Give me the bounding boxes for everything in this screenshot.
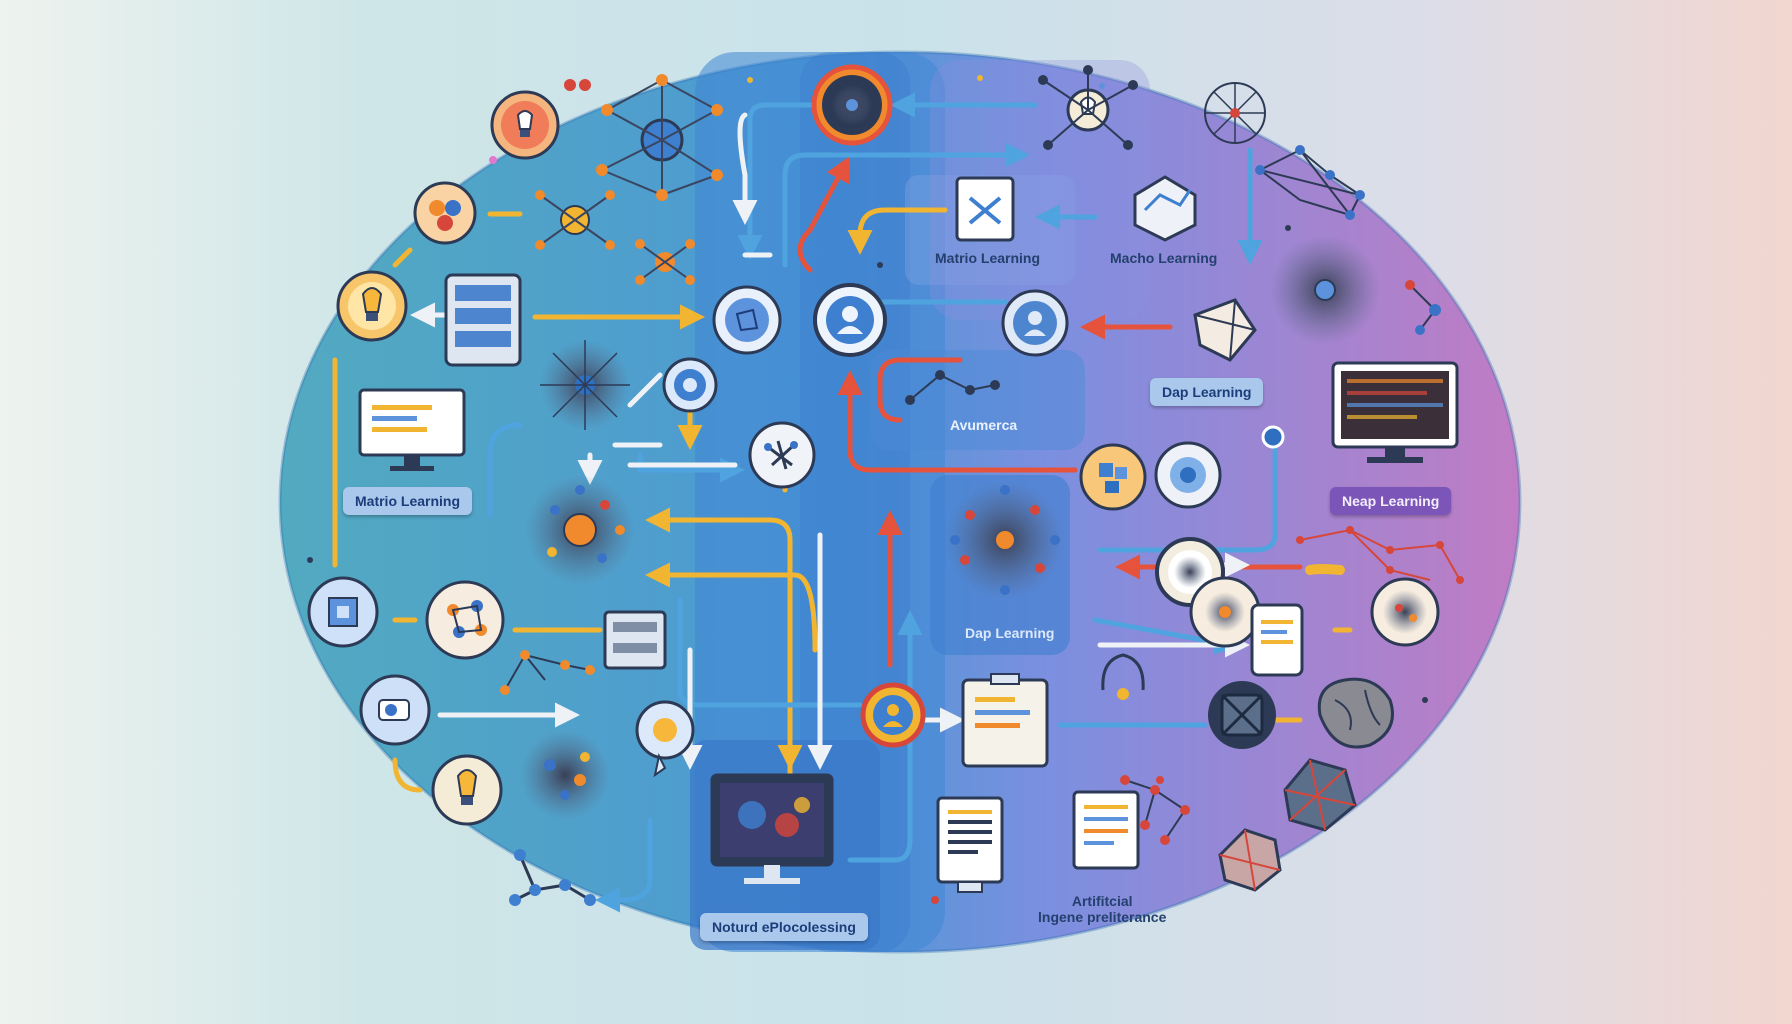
network-icon — [509, 849, 596, 906]
arrow-yellow — [847, 207, 948, 255]
network-icon — [425, 580, 505, 660]
network-icon — [1296, 526, 1464, 584]
network-icon — [811, 64, 893, 146]
label-ml-top-right: Macho Learning — [1110, 250, 1218, 266]
brain-icon — [1208, 681, 1276, 749]
network-icon — [945, 480, 1065, 600]
arrow-blue — [732, 112, 758, 225]
network-icon — [1255, 145, 1365, 220]
network-icon — [535, 190, 615, 250]
cube-icon — [1193, 298, 1257, 362]
network-icon — [1120, 775, 1190, 845]
network-clusters — [500, 64, 1464, 906]
label-ml-left: Matrio Learning — [343, 487, 473, 515]
label-dl-top: Dap Learning — [1150, 378, 1264, 406]
puzzle-icon — [413, 181, 477, 245]
cube-icon — [1133, 175, 1197, 242]
brain-icon — [1317, 677, 1394, 749]
arrow-blue — [487, 422, 523, 518]
arrow-blue — [847, 610, 923, 863]
arrow-yellow — [392, 247, 413, 268]
label-avmerca: Avumerca — [950, 417, 1018, 433]
network-icon — [520, 730, 610, 820]
arrow-yellow — [1305, 564, 1345, 575]
arrow-blue — [1097, 437, 1278, 553]
network-icon — [1204, 82, 1266, 144]
network-icon — [1370, 577, 1440, 647]
server-icon — [603, 610, 667, 670]
server-icon — [444, 273, 522, 367]
network-icon — [1218, 828, 1282, 892]
puzzle-icon — [359, 674, 431, 746]
lightbulb-icon — [336, 270, 408, 342]
devices — [358, 175, 1459, 893]
monitor-icon — [710, 773, 834, 884]
arrow-blue — [677, 597, 863, 708]
network-icon — [564, 79, 591, 91]
monitor-icon — [1331, 361, 1459, 463]
arrow-blue — [737, 102, 818, 260]
location-pin-icon — [1261, 425, 1285, 449]
label-ai: Artifitcial lngene preliterance — [1038, 893, 1166, 925]
arrow-yellow — [392, 757, 423, 793]
decorative-marks — [307, 75, 1428, 904]
puzzle-icon — [1079, 443, 1147, 511]
network-icon — [1189, 576, 1261, 648]
user-icon — [1001, 289, 1069, 357]
user-icon — [813, 283, 887, 357]
label-ai-line2: lngene preliterance — [1038, 909, 1167, 925]
arrow-blue — [782, 142, 1030, 268]
arrow-red — [797, 156, 850, 273]
document-icon — [936, 796, 1004, 893]
network-icon — [1283, 758, 1357, 832]
arrow-yellow — [645, 562, 818, 653]
document-icon — [961, 673, 1049, 768]
label-dl-center: Dap Learning — [965, 625, 1055, 641]
network-icon — [540, 340, 630, 430]
arrow-red — [877, 357, 963, 423]
connector-arrows — [332, 92, 1353, 913]
network-icon — [635, 239, 695, 285]
network-icon — [1270, 235, 1380, 345]
arrow-blue — [595, 817, 653, 913]
network-icon — [500, 650, 595, 695]
monitor-icon — [358, 388, 466, 471]
book-icon — [955, 176, 1015, 242]
label-ai-line1: Artifitcial — [1071, 893, 1133, 909]
network-icon — [596, 74, 723, 201]
tablet-icon — [1250, 603, 1304, 677]
lightbulb-icon — [635, 700, 695, 778]
lightbulb-icon — [1038, 65, 1138, 150]
network-icon — [1155, 537, 1225, 607]
location-pin-icon — [1154, 441, 1222, 509]
arrow-blue — [637, 452, 745, 483]
network-icon — [748, 421, 816, 489]
network-icon — [525, 475, 635, 585]
document-icon — [1072, 790, 1140, 870]
label-ml-top-center: Matrio Learning — [935, 250, 1041, 266]
lightbulb-icon — [490, 90, 560, 160]
lightbulb-icon — [431, 754, 503, 826]
user-icon — [860, 682, 926, 748]
label-nl-right: Neap Learning — [1330, 487, 1452, 515]
label-nlp-bottom: Noturd ePlocolessing — [700, 913, 868, 941]
arrow-blue — [627, 372, 663, 408]
arrow-red — [847, 392, 1078, 473]
cube-icon — [307, 576, 379, 648]
avmerca-panel — [870, 350, 1085, 450]
network-icon — [1405, 280, 1441, 335]
network-icon — [905, 370, 1000, 405]
network-icon — [712, 285, 782, 355]
brain-icon — [662, 357, 718, 413]
lightbulb-icon — [1101, 653, 1145, 700]
icon-nodes — [307, 90, 1440, 826]
